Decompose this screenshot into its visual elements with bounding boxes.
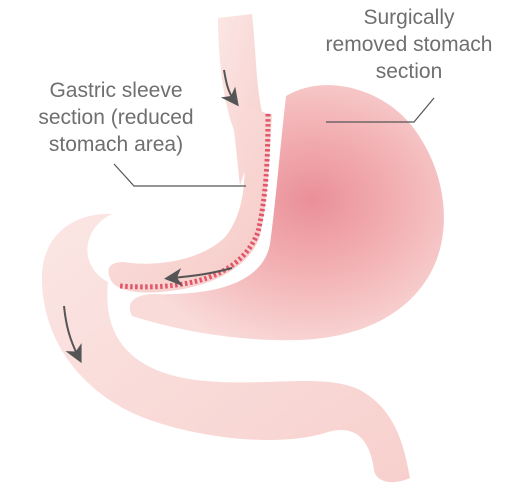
sleeve-section-label-line2: section (reduced bbox=[10, 104, 222, 131]
removed-section-label: Surgically removed stomach section bbox=[306, 4, 512, 85]
removed-section-label-line3: section bbox=[306, 58, 512, 85]
removed-section-label-line2: removed stomach bbox=[306, 31, 512, 58]
sleeve-section-label-line1: Gastric sleeve bbox=[10, 77, 222, 104]
leader-line-sleeve bbox=[114, 164, 246, 186]
sleeve-section-label: Gastric sleeve section (reduced stomach … bbox=[10, 77, 222, 158]
removed-section-label-line1: Surgically bbox=[306, 4, 512, 31]
sleeve-section-label-line3: stomach area) bbox=[10, 131, 222, 158]
